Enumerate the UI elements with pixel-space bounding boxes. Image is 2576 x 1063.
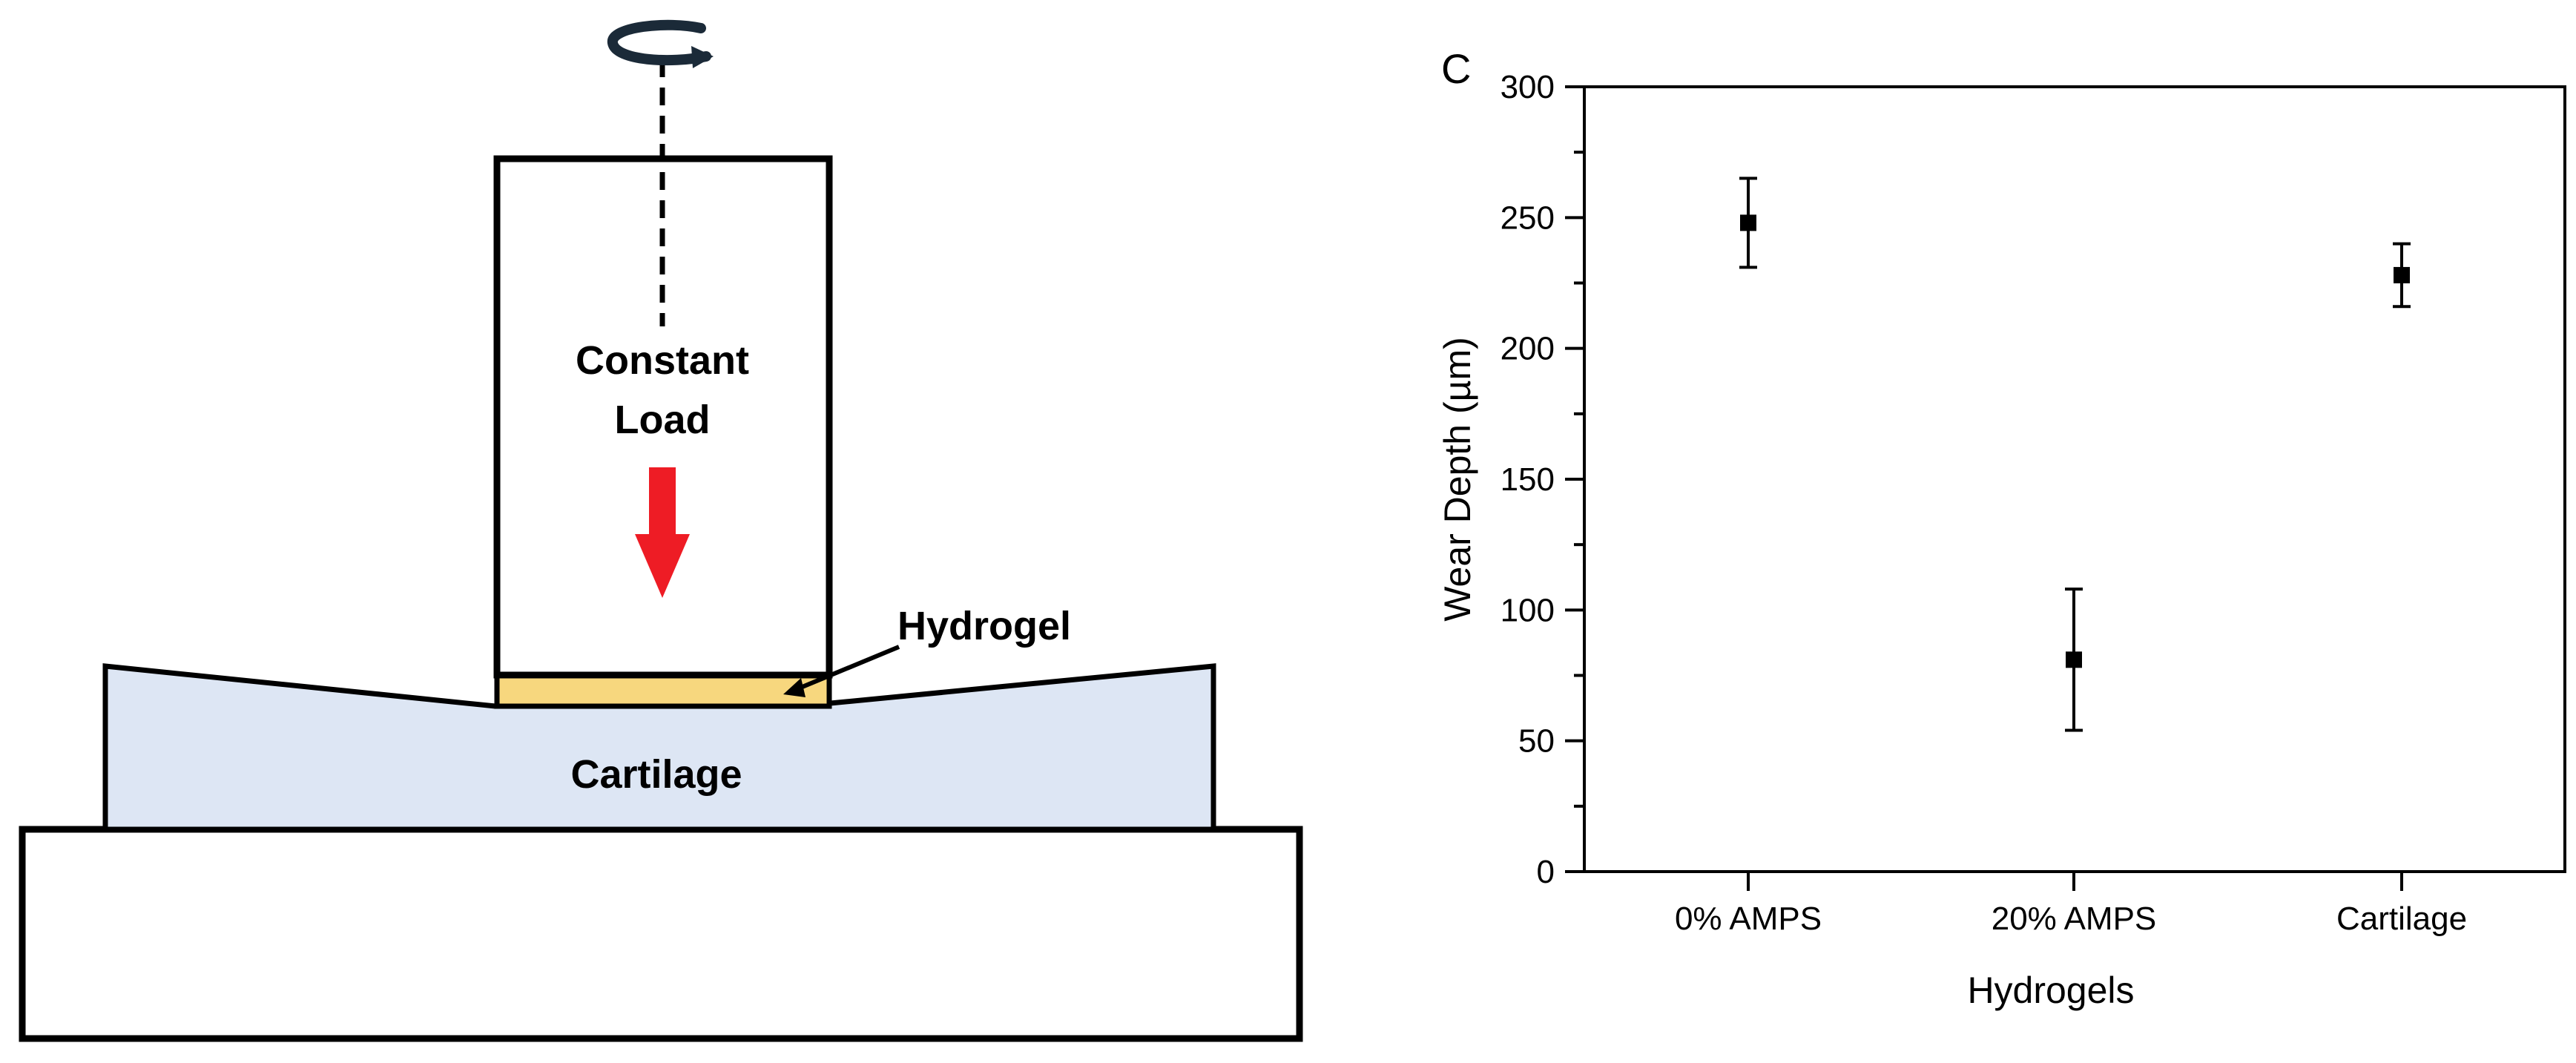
y-tick-label: 200: [1501, 331, 1555, 367]
y-tick-label: 250: [1501, 200, 1555, 236]
y-axis-title: Wear Depth (µm): [1437, 337, 1478, 622]
x-tick-label: Cartilage: [2336, 901, 2467, 937]
wear-depth-chart: C 0 50 100 150 200 250 300 0% AMPS 20% AMPS Cart…: [1437, 45, 2566, 1011]
data-point-group: [1739, 177, 1757, 269]
constant-load-label-line2: Load: [615, 398, 711, 442]
data-point-group: [2065, 588, 2083, 732]
data-point-marker: [2394, 266, 2410, 283]
y-tick-label: 300: [1501, 69, 1555, 105]
y-tick-label: 150: [1501, 461, 1555, 498]
y-tick-label: 0: [1537, 854, 1555, 890]
data-point-group: [2393, 242, 2411, 309]
base-plate: [19, 826, 1303, 1042]
panel-letter: C: [1441, 45, 1471, 92]
x-tick-label: 0% AMPS: [1675, 901, 1822, 937]
x-axis-title: Hydrogels: [1967, 970, 2134, 1011]
y-tick-label: 100: [1501, 592, 1555, 628]
load-arrow-icon: [635, 467, 690, 598]
x-axis: 0% AMPS 20% AMPS Cartilage: [1675, 872, 2467, 937]
data-point-marker: [2066, 651, 2082, 668]
hydrogel-label: Hydrogel: [897, 604, 1071, 648]
hydrogel-layer: [494, 672, 832, 709]
rotation-arrow-icon: [607, 19, 714, 68]
data-marks: [1739, 177, 2411, 732]
data-point-marker: [1740, 214, 1756, 231]
hydrogel-pointer-arrow: [783, 645, 900, 697]
y-axis: 0 50 100 150 200 250 300: [1501, 69, 1584, 890]
cartilage-label: Cartilage: [570, 752, 742, 797]
setup-diagram: Constant Load Hydrogel Cartilage: [19, 19, 1303, 1042]
constant-load-label-line1: Constant: [576, 338, 749, 383]
x-tick-label: 20% AMPS: [1992, 901, 2157, 937]
plot-frame: [1583, 85, 2566, 873]
y-tick-label: 50: [1518, 723, 1555, 760]
